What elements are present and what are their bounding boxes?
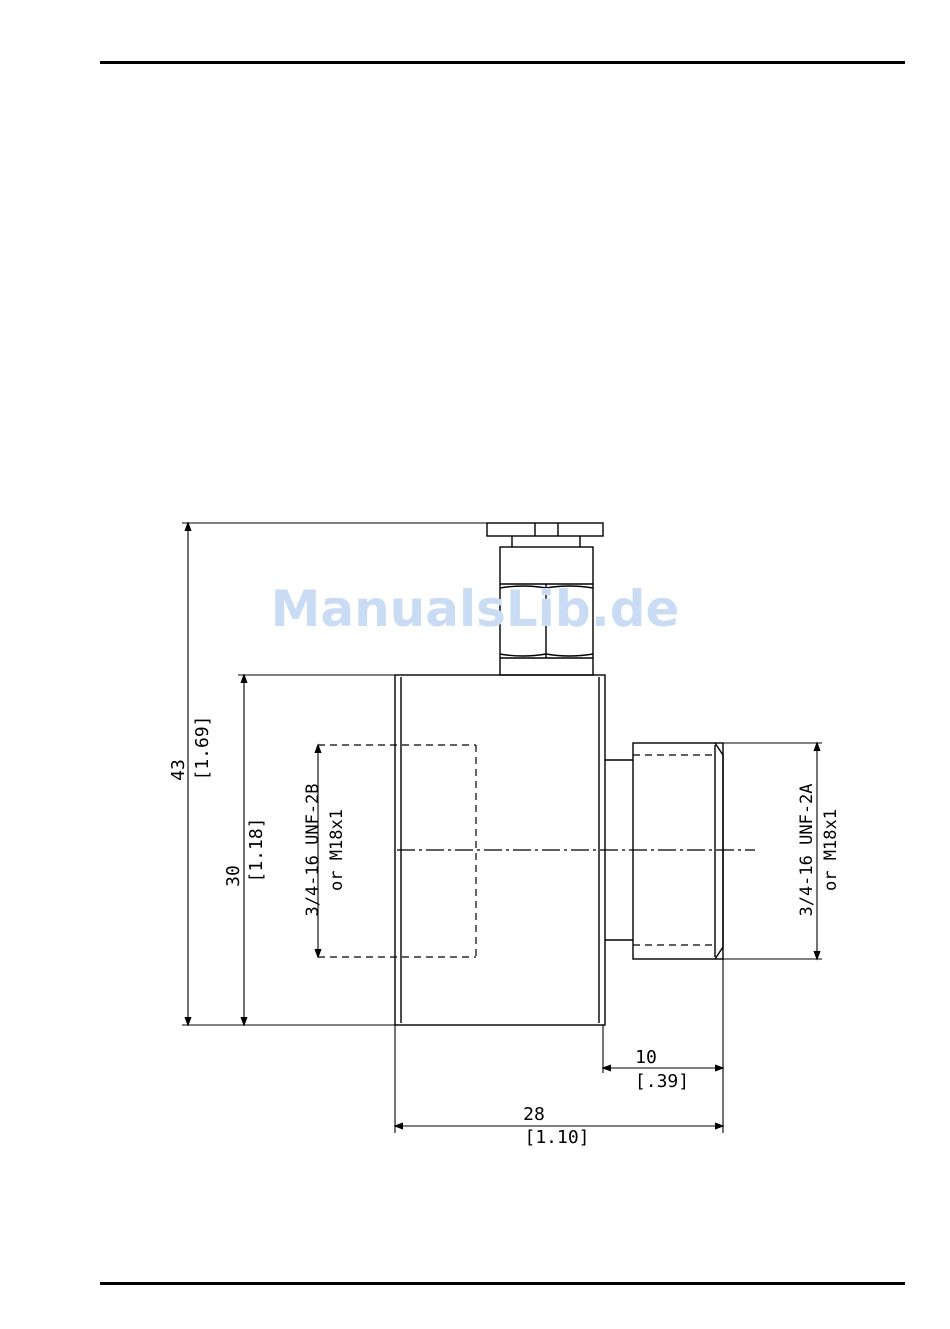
- dim-fitting-length-mm: 10: [635, 1047, 657, 1068]
- dim-overall-length-in: [1.10]: [524, 1127, 589, 1148]
- arrow: [315, 745, 321, 753]
- dim-body-height-mm: 30: [223, 865, 244, 887]
- arrow: [814, 743, 820, 751]
- arrow: [241, 675, 247, 683]
- left-thread-alt: or M18x1: [327, 809, 347, 891]
- arrow: [315, 949, 321, 957]
- arrow: [185, 1017, 191, 1025]
- footer-rule: [100, 1282, 905, 1285]
- dim-body-height-in: [1.18]: [246, 817, 267, 882]
- arrow: [185, 523, 191, 531]
- arrow: [241, 1017, 247, 1025]
- arrow: [603, 1065, 611, 1071]
- right-fitting: [633, 743, 723, 959]
- dim-overall-height-mm: 43: [168, 759, 189, 781]
- left-thread-spec: 3/4-16 UNF-2B: [303, 783, 323, 916]
- arrow: [715, 1123, 723, 1129]
- dim-overall-length-mm: 28: [523, 1104, 545, 1125]
- cap-plate: [487, 523, 603, 536]
- right-thread-alt: or M18x1: [821, 809, 841, 891]
- dim-fitting-length-in: [.39]: [635, 1071, 689, 1092]
- fitting-edge: [715, 947, 723, 959]
- arrow: [814, 951, 820, 959]
- right-thread-spec: 3/4-16 UNF-2A: [797, 783, 817, 916]
- arrow: [395, 1123, 403, 1129]
- dim-overall-height-in: [1.69]: [192, 715, 213, 780]
- arrow: [715, 1065, 723, 1071]
- fitting-edge: [715, 743, 723, 755]
